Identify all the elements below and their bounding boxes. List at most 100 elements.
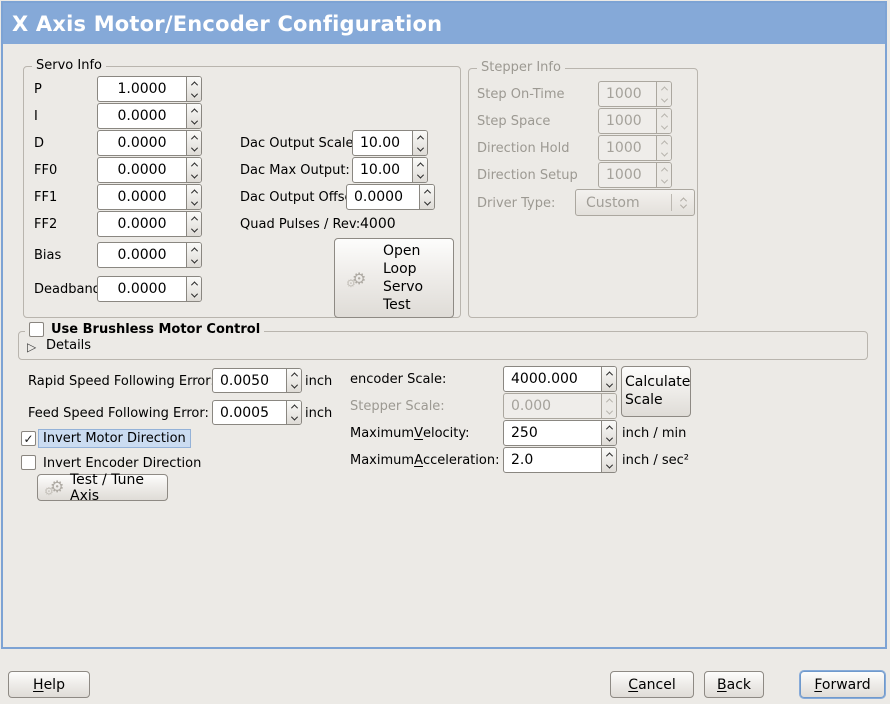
spin-up-icon[interactable]: [602, 367, 616, 379]
spin-down-icon[interactable]: [602, 379, 616, 391]
brushless-frame: Use Brushless Motor Control ▷ Details: [18, 322, 868, 360]
ff1-spinner[interactable]: [186, 185, 201, 209]
spin-down-icon[interactable]: [187, 143, 201, 155]
spin-down-icon[interactable]: [187, 170, 201, 182]
ff1-input[interactable]: 0.0000: [97, 184, 202, 210]
test-tune-axis-button[interactable]: ⚙ ⚙ Test / Tune Axis: [37, 472, 168, 504]
max-velocity-value: 250: [511, 425, 538, 441]
spinner: [656, 82, 671, 106]
dac-output-scale-input[interactable]: 10.00: [352, 130, 428, 156]
spin-up-icon[interactable]: [602, 448, 616, 460]
bias-value: 0.0000: [117, 247, 167, 263]
stepper-info-legend: Stepper Info: [477, 60, 565, 75]
ff0-input[interactable]: 0.0000: [97, 157, 202, 183]
spin-up-icon[interactable]: [187, 277, 201, 289]
i-gain-spinner[interactable]: [186, 104, 201, 128]
ff0-label: FF0: [34, 162, 58, 178]
spin-up-icon[interactable]: [187, 212, 201, 224]
encoder-scale-input[interactable]: 4000.000: [503, 366, 617, 392]
spin-down-icon[interactable]: [602, 460, 616, 472]
rapid-following-error-value: 0.0050: [220, 372, 269, 389]
use-brushless-checkbox[interactable]: [29, 322, 44, 337]
rapid-following-error-input[interactable]: 0.0050: [212, 368, 302, 393]
spin-up-icon[interactable]: [187, 77, 201, 89]
i-gain-input[interactable]: 0.0000: [97, 103, 202, 129]
encoder-scale-label: encoder Scale:: [350, 371, 447, 387]
spin-up-icon[interactable]: [187, 185, 201, 197]
ff2-input[interactable]: 0.0000: [97, 211, 202, 237]
dac-output-offset-input[interactable]: 0.0000: [346, 184, 435, 210]
invert-motor-label[interactable]: Invert Motor Direction: [38, 429, 191, 448]
spin-down-icon[interactable]: [602, 433, 616, 445]
step-on-time-input: 1000: [598, 81, 672, 107]
spinner[interactable]: [601, 448, 616, 472]
spin-down-icon[interactable]: [187, 255, 201, 267]
max-acceleration-unit: inch / sec²: [622, 452, 690, 468]
cancel-button[interactable]: Cancel: [610, 671, 694, 698]
spin-down-icon[interactable]: [287, 381, 301, 393]
i-gain-label: I: [34, 108, 38, 124]
spin-down-icon[interactable]: [413, 170, 427, 182]
expander-arrow-icon[interactable]: ▷: [27, 340, 37, 354]
spin-up-icon[interactable]: [287, 369, 301, 381]
encoder-scale-value: 4000.000: [511, 371, 578, 387]
ff2-spinner[interactable]: [186, 212, 201, 236]
deadband-spinner[interactable]: [186, 277, 201, 301]
spin-up-icon[interactable]: [413, 158, 427, 170]
step-space-input: 1000: [598, 108, 672, 134]
invert-encoder-checkbox[interactable]: [21, 455, 36, 470]
max-acceleration-input[interactable]: 2.0: [503, 447, 617, 473]
checkmark-icon: ✓: [23, 431, 34, 446]
invert-encoder-label[interactable]: Invert Encoder Direction: [43, 455, 202, 471]
max-velocity-input[interactable]: 250: [503, 420, 617, 446]
invert-motor-checkbox[interactable]: ✓: [21, 431, 36, 446]
open-loop-test-button[interactable]: ⚙ ⚙ Open Loop Servo Test: [334, 238, 454, 318]
spinner[interactable]: [286, 401, 301, 424]
d-gain-input[interactable]: 0.0000: [97, 130, 202, 156]
ff1-label: FF1: [34, 189, 58, 205]
spin-up-icon[interactable]: [413, 131, 427, 143]
d-gain-spinner[interactable]: [186, 131, 201, 155]
details-expander-label[interactable]: Details: [46, 338, 92, 353]
bias-input[interactable]: 0.0000: [97, 242, 202, 268]
p-gain-input[interactable]: 1.0000: [97, 76, 202, 102]
direction-setup-value: 1000: [606, 167, 642, 183]
spin-down-icon[interactable]: [287, 413, 301, 425]
spin-down-icon[interactable]: [187, 289, 201, 301]
dac-max-spinner[interactable]: [412, 158, 427, 182]
help-button[interactable]: Help: [8, 671, 90, 698]
ff0-spinner[interactable]: [186, 158, 201, 182]
dac-max-output-label: Dac Max Output:: [240, 162, 350, 178]
deadband-input[interactable]: 0.0000: [97, 276, 202, 302]
spin-up-icon[interactable]: [187, 131, 201, 143]
calculate-scale-button[interactable]: Calculate Scale: [621, 366, 691, 417]
gears-icon: ⚙ ⚙: [346, 269, 367, 290]
forward-button[interactable]: Forward: [800, 671, 885, 698]
spinner[interactable]: [601, 421, 616, 445]
spin-down-icon[interactable]: [413, 143, 427, 155]
back-button[interactable]: Back: [704, 671, 764, 698]
p-gain-spinner[interactable]: [186, 77, 201, 101]
spin-up-icon[interactable]: [187, 104, 201, 116]
spin-up-icon[interactable]: [420, 185, 434, 197]
dac-max-output-input[interactable]: 10.00: [352, 157, 428, 183]
spin-up-icon[interactable]: [187, 158, 201, 170]
driver-type-value: Custom: [586, 194, 640, 211]
spin-up-icon[interactable]: [287, 401, 301, 413]
dac-offset-spinner[interactable]: [419, 185, 434, 209]
bias-spinner[interactable]: [186, 243, 201, 267]
stepper-scale-label: Stepper Scale:: [350, 398, 445, 414]
spinner[interactable]: [601, 367, 616, 391]
spin-down-icon[interactable]: [187, 116, 201, 128]
spin-up-icon[interactable]: [187, 243, 201, 255]
spinner[interactable]: [286, 369, 301, 392]
spin-down-icon[interactable]: [187, 224, 201, 236]
feed-following-error-input[interactable]: 0.0005: [212, 400, 302, 425]
spin-down-icon[interactable]: [187, 197, 201, 209]
spin-down-icon[interactable]: [420, 197, 434, 209]
dac-output-scale-label: Dac Output Scale:: [240, 135, 358, 151]
spin-down-icon[interactable]: [187, 89, 201, 101]
dac-scale-spinner[interactable]: [412, 131, 427, 155]
spin-up-icon[interactable]: [602, 421, 616, 433]
